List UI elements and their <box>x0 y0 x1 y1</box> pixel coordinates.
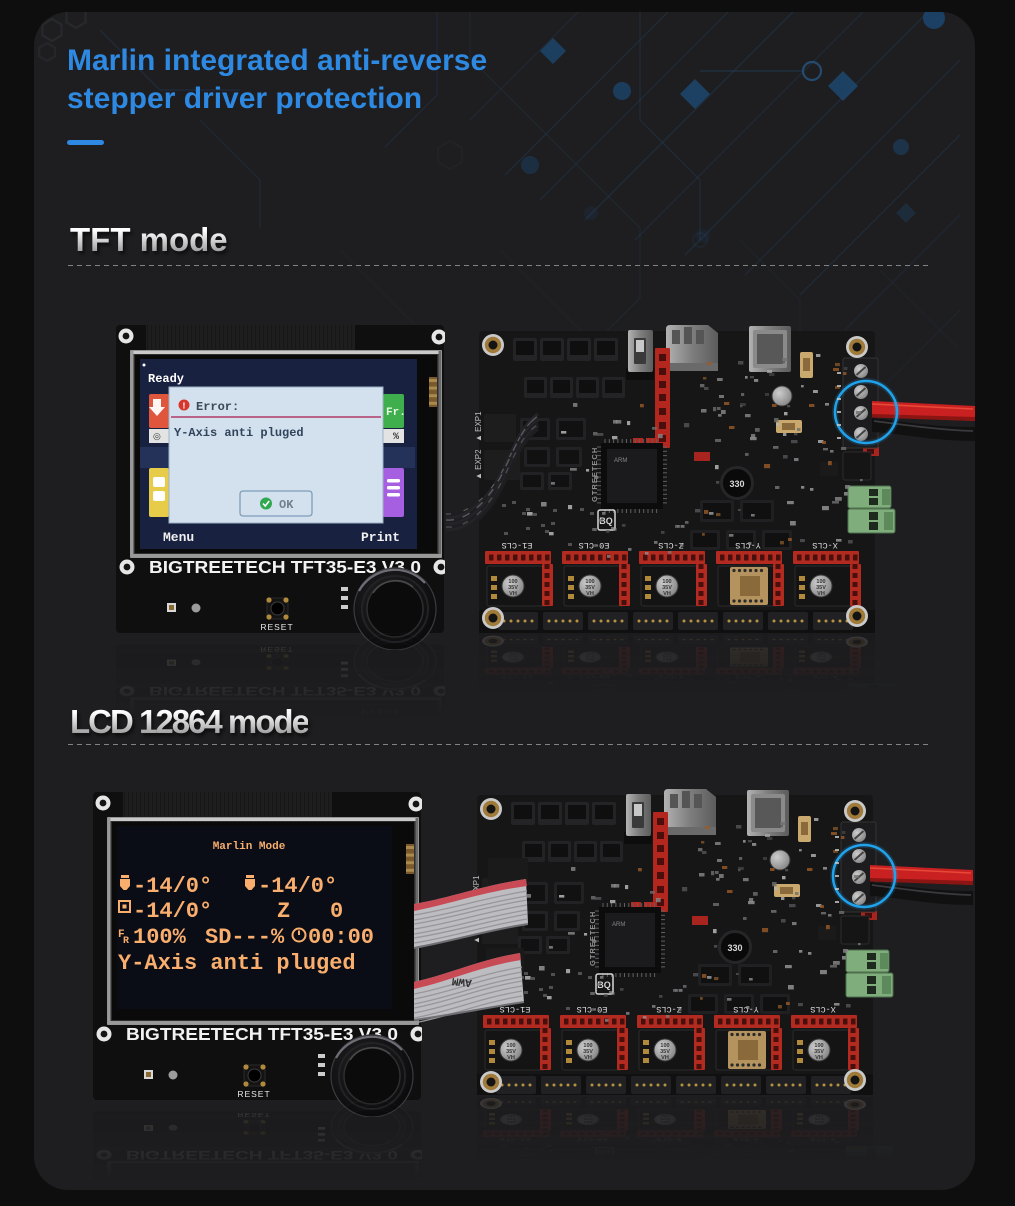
svg-text:AWM: AWM <box>451 974 472 988</box>
